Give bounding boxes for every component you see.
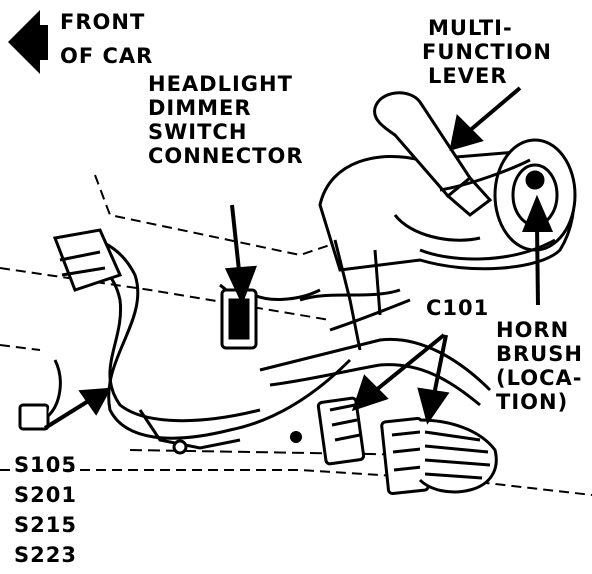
multi-function-lever (373, 91, 493, 217)
headlight-dimmer-line: CONNECTOR (148, 144, 304, 168)
headlight-dimmer-label: HEADLIGHT DIMMER SWITCH CONNECTOR (148, 72, 304, 168)
splice-line: S215 (14, 513, 77, 537)
wiring-harness (59, 235, 492, 450)
splice-line: S223 (14, 543, 77, 567)
splice-list-label: S105 S201 S215 S223 (14, 450, 77, 570)
horn-brush-label: HORN BRUSH (LOCA- TION) (496, 318, 583, 414)
steering-column (318, 138, 577, 272)
splice-line: S201 (14, 483, 77, 507)
multi-function-lever-label: MULTI- FUNCTION LEVER (422, 16, 552, 88)
headlight-dimmer-line: SWITCH (148, 120, 248, 144)
horn-brush-line: (LOCA- (496, 366, 583, 390)
multi-function-lever-line: FUNCTION (422, 40, 552, 64)
front-of-car-label: FRONT OF CAR (60, 10, 153, 68)
left-arrow-icon (8, 10, 48, 74)
headlight-dimmer-connector (220, 288, 258, 350)
headlight-dimmer-line: DIMMER (148, 96, 252, 120)
horn-brush-line: BRUSH (496, 342, 583, 366)
multi-function-lever-line: MULTI- (428, 16, 513, 40)
front-of-car-line: FRONT (60, 10, 146, 34)
horn-brush-line: HORN (496, 318, 570, 342)
horn-brush (419, 158, 556, 261)
horn-brush-line: TION) (496, 390, 569, 414)
splice-line: S105 (14, 453, 77, 477)
left-connector-block (18, 228, 123, 431)
front-of-car-line: OF CAR (60, 44, 154, 68)
leader-arrows (43, 86, 554, 430)
dash-outline (0, 174, 592, 496)
multi-function-lever-line: LEVER (428, 64, 508, 88)
c101-connectors (316, 396, 498, 495)
c101-label: C101 (426, 296, 490, 320)
fastener (172, 439, 188, 455)
headlight-dimmer-line: HEADLIGHT (148, 72, 293, 96)
fastener (290, 431, 302, 443)
